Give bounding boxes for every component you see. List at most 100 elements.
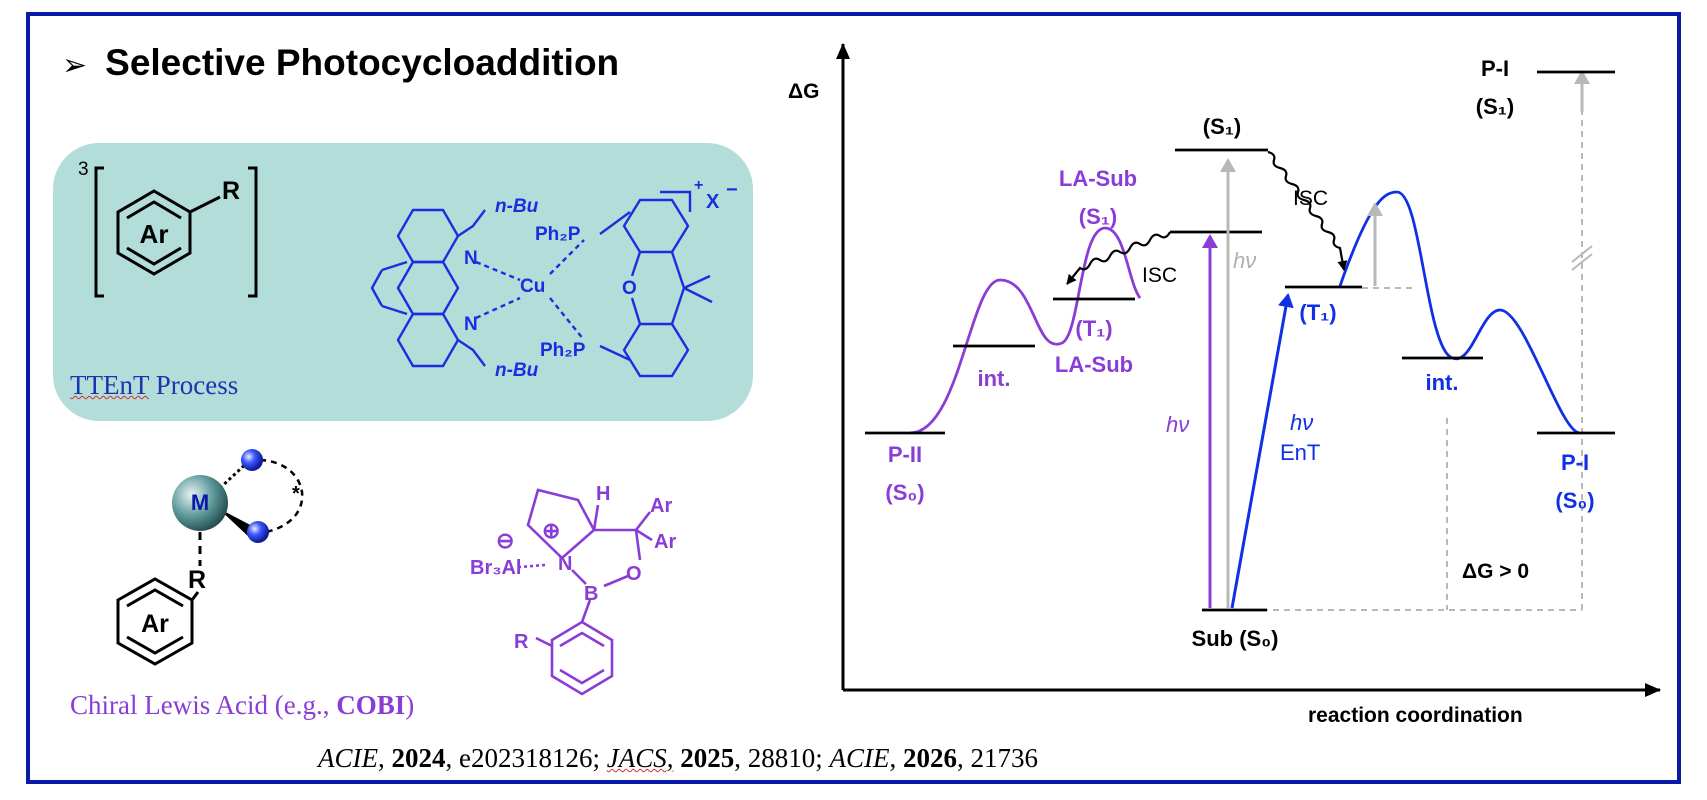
nbu-bond-top xyxy=(457,209,486,237)
cobi-b-label: B xyxy=(584,583,598,605)
cla-ar-label: Ar xyxy=(141,610,169,638)
label-p-i-top: P-I xyxy=(1481,56,1509,81)
ar1-bond xyxy=(634,511,652,531)
h-bond xyxy=(592,504,600,531)
xanthene-o-bond-bottom xyxy=(630,297,642,325)
ref2-page: 28810 xyxy=(747,743,816,773)
ref2-journal: JACS, xyxy=(606,743,674,773)
xanthene-o-bond-top xyxy=(630,251,642,277)
n-b-bond xyxy=(571,569,587,585)
xanthene-cme2 xyxy=(670,251,686,325)
triplet-superscript: 3 xyxy=(78,159,89,180)
cobi-r-bond xyxy=(535,636,553,648)
break-mark-1 xyxy=(1571,245,1593,263)
counterion-charge: − xyxy=(726,179,738,201)
blue-ent-arrow xyxy=(1230,293,1294,609)
label-p-ii: P-II xyxy=(888,442,922,467)
label-t1-blue: (T₁) xyxy=(1299,300,1336,325)
metal-ball xyxy=(172,475,228,531)
pyrrolidine-ring xyxy=(526,488,596,559)
cobi-minus: ⊖ xyxy=(496,528,514,553)
ref2-year: 2025 xyxy=(680,743,735,773)
n-top-label: N xyxy=(464,248,478,269)
ttent-panel xyxy=(53,143,753,421)
figure-title: ➢Selective Photocycloaddition xyxy=(62,42,619,84)
cobi-ar2-label: Ar xyxy=(654,531,676,553)
ring-fusion-bond xyxy=(561,529,595,559)
chiral-linker xyxy=(259,458,304,534)
label-int-left: int. xyxy=(978,366,1011,391)
cla-cobi: COBI xyxy=(336,690,406,720)
cu-label: Cu xyxy=(520,276,545,297)
n-bottom-label: N xyxy=(464,314,478,335)
xanthene-ring-bottom xyxy=(622,322,690,378)
isc-left-arrow xyxy=(1066,231,1171,285)
charge-bracket xyxy=(660,190,692,212)
ttent-process-word: Process xyxy=(148,370,239,400)
ph2p-top-label: Ph₂P xyxy=(535,224,581,245)
arene-r-label: R xyxy=(222,177,240,205)
al-n-bond xyxy=(519,563,546,569)
phen-bridge-2 xyxy=(381,304,408,316)
label-la-sub-top: LA-Sub xyxy=(1059,166,1137,191)
cation-charge: + xyxy=(694,177,703,194)
ref3-journal: ACIE xyxy=(829,743,890,773)
cu-n-bond-bottom xyxy=(475,296,521,320)
label-la-sub-bottom: LA-Sub xyxy=(1055,352,1133,377)
label-p-i-top-state: (S₁) xyxy=(1476,94,1514,119)
cobi-aryl-inner xyxy=(559,631,605,648)
label-dg-positive: ΔG > 0 xyxy=(1462,560,1529,583)
r-bond xyxy=(189,195,221,214)
triplet-arene-structure: 3 xyxy=(78,159,258,298)
xanthene-o-label: O xyxy=(622,278,637,299)
cu-catalyst-structure xyxy=(370,190,713,378)
o-b-bond xyxy=(603,574,629,588)
cu-p-bond-top xyxy=(549,239,585,275)
ref1-page: e202318126 xyxy=(459,743,593,773)
cla-arene-inner-2 xyxy=(126,635,184,655)
label-p-ii-state: (S₀) xyxy=(885,480,924,505)
methyl-1 xyxy=(683,274,711,290)
b-aryl-bond xyxy=(580,599,592,623)
left-bracket xyxy=(94,166,104,298)
ref3-page: 21736 xyxy=(970,743,1039,773)
ref1-year: 2024 xyxy=(391,743,446,773)
p-aryl-bond-top xyxy=(599,211,631,235)
isc-right-arrow xyxy=(1267,150,1348,271)
label-s1: (S₁) xyxy=(1203,114,1241,139)
label-sub: Sub (S₀) xyxy=(1192,626,1279,651)
cobi-plus: ⊕ xyxy=(542,518,560,543)
methyl-2 xyxy=(683,286,713,304)
ar2-bond xyxy=(635,528,653,542)
cla-arene-inner xyxy=(126,588,184,608)
label-ent: EnT xyxy=(1280,440,1320,465)
ligand-ball-top xyxy=(241,449,263,471)
figure-frame xyxy=(26,12,1681,784)
nbu-bond-bottom xyxy=(457,339,486,367)
label-int-right: int. xyxy=(1426,370,1459,395)
lewis-acid-cartoon xyxy=(116,449,304,666)
cobi-o-label: O xyxy=(626,563,642,585)
cobi-br3al-label: Br₃Al xyxy=(470,557,521,579)
cobi-ar1-label: Ar xyxy=(650,495,672,517)
phen-left xyxy=(370,269,384,307)
phen-ring-top xyxy=(396,208,460,264)
label-isc-right: ISC xyxy=(1293,187,1328,210)
cobi-structure xyxy=(519,488,653,696)
c-o-bond xyxy=(634,529,642,561)
blue-reaction-path xyxy=(1338,190,1581,435)
metal-m-label: M xyxy=(191,490,209,515)
break-mark-2 xyxy=(1571,253,1593,271)
ligand-hashed-bond xyxy=(218,458,252,490)
arene-inner-bond-2 xyxy=(126,246,182,266)
x-axis-label: reaction coordination xyxy=(1308,704,1523,727)
ref1-journal: ACIE xyxy=(318,743,378,773)
ph2p-bottom-label: Ph₂P xyxy=(540,340,586,361)
label-hv-grey: hν xyxy=(1233,248,1256,273)
bullet-arrow-icon: ➢ xyxy=(62,49,88,82)
right-bracket xyxy=(248,166,258,298)
ref3-year: 2026 xyxy=(903,743,958,773)
references-line: ACIE, 2024, e202318126; JACS, 2025, 2881… xyxy=(318,743,1039,773)
cu-n-bond-top xyxy=(475,260,521,282)
phen-bridge-1 xyxy=(381,260,408,272)
